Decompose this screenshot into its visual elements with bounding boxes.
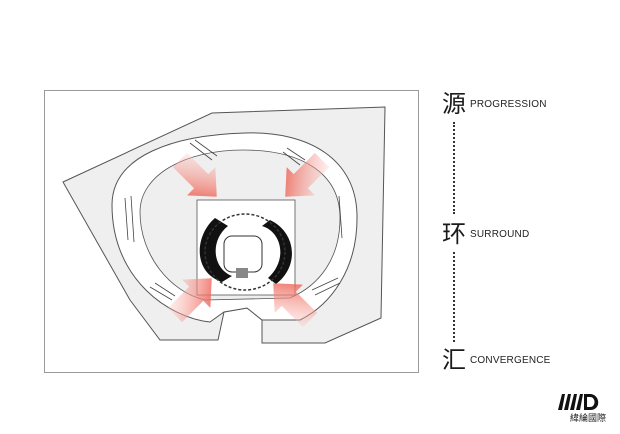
legend-convergence: 汇 CONVERGENCE	[440, 348, 551, 372]
central-hall-core	[223, 235, 263, 273]
arrow-top-right	[285, 152, 330, 197]
central-stair	[236, 268, 248, 278]
company-logo	[558, 394, 599, 410]
legend-word-surround: SURROUND	[470, 228, 530, 240]
legend-char-convergence: 汇	[442, 346, 466, 374]
central-hall-dark	[199, 218, 232, 282]
logo-text: 緯綸國際	[570, 414, 607, 424]
central-hall-ring	[204, 213, 286, 291]
legend-dotted-line-2	[453, 252, 455, 342]
legend-surround: 环 SURROUND	[440, 222, 529, 246]
flow-arrows	[167, 152, 330, 328]
ring-details	[124, 139, 343, 301]
arrow-bottom-left	[167, 278, 212, 323]
legend-word-progression: PROGRESSION	[470, 98, 547, 110]
legend-word-convergence: CONVERGENCE	[470, 354, 551, 366]
legend-progression: 源 PROGRESSION	[440, 92, 547, 116]
legend-char-surround: 环	[442, 220, 466, 248]
arrow-bottom-right	[273, 283, 318, 328]
central-hall-dark-right	[262, 220, 292, 284]
arrow-top-left	[172, 152, 217, 197]
legend-dotted-line-1	[453, 122, 455, 214]
legend-char-progression: 源	[442, 90, 466, 118]
